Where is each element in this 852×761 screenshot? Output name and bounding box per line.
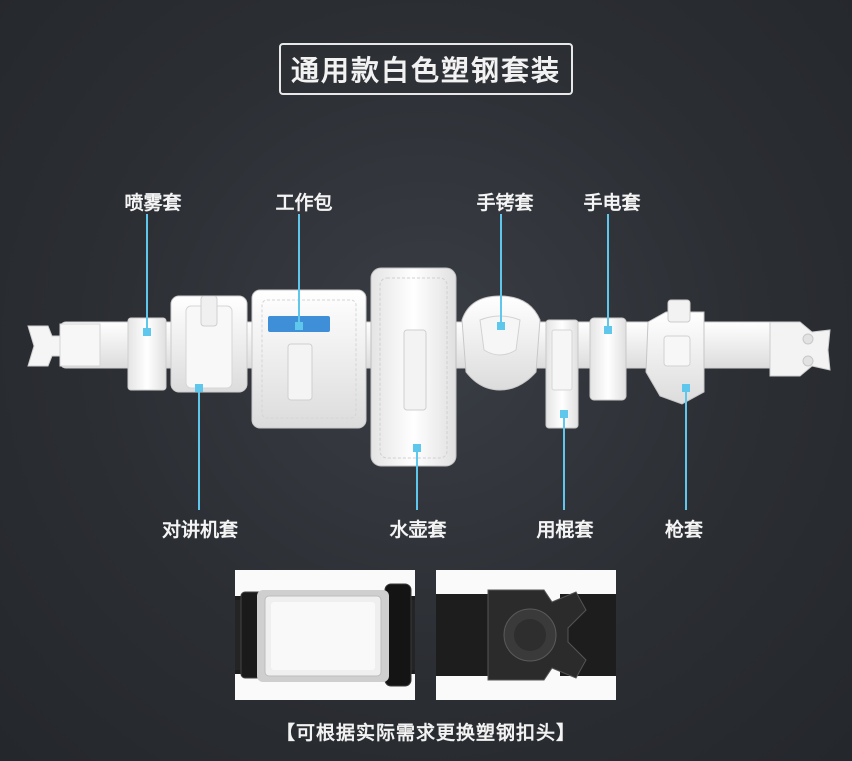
label-flashlight: 手电套	[583, 192, 641, 214]
page-title: 通用款白色塑钢套装	[290, 54, 561, 87]
buckle-caption: 【可根据实际需求更换塑钢扣头】	[275, 722, 576, 744]
label-radio: 对讲机套	[161, 519, 239, 541]
leader-dot-spray	[143, 328, 151, 336]
leader-dot-holster	[682, 384, 690, 392]
plastic-buckle-image	[436, 570, 616, 700]
label-baton: 用棍套	[536, 519, 594, 541]
leader-work-bag	[298, 214, 300, 326]
leader-dot-radio	[195, 384, 203, 392]
leader-dot-bottle	[413, 444, 421, 452]
leader-spray	[146, 214, 148, 332]
buckle-photo-plastic	[436, 570, 616, 700]
leader-baton	[563, 414, 565, 510]
right-buckle	[769, 321, 831, 377]
label-spray: 喷雾套	[124, 192, 182, 214]
leader-dot-work-bag	[295, 322, 303, 330]
metal-buckle-image	[235, 570, 415, 700]
leader-holster	[685, 388, 687, 510]
label-work-bag: 工作包	[275, 192, 333, 214]
label-holster: 枪套	[664, 519, 704, 541]
label-bottle: 水壶套	[389, 519, 447, 541]
leader-bottle	[416, 448, 418, 510]
leader-radio	[198, 388, 200, 510]
leader-dot-cuffs	[497, 322, 505, 330]
leader-cuffs	[500, 214, 502, 326]
leader-dot-baton	[560, 410, 568, 418]
leader-dot-flashlight	[604, 326, 612, 334]
left-buckle	[27, 325, 63, 367]
title-box: 通用款白色塑钢套装	[279, 43, 573, 95]
leader-flashlight	[607, 214, 609, 330]
buckle-photo-metal	[235, 570, 415, 700]
label-cuffs: 手铐套	[476, 192, 534, 214]
